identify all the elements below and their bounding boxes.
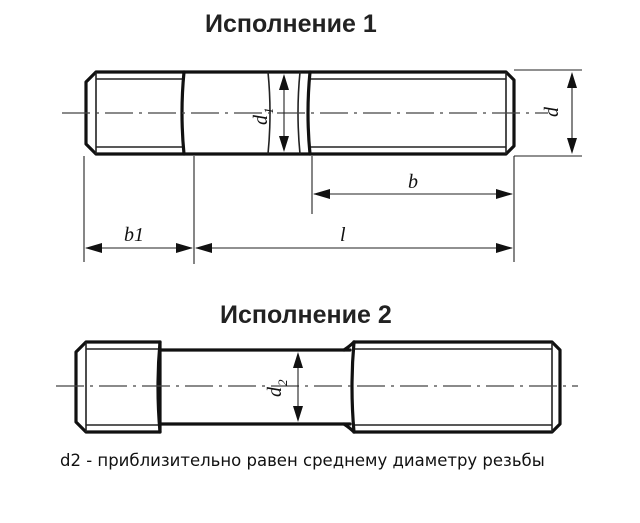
label-d1-main: d [250, 114, 272, 125]
variant2-title: Исполнение 2 [220, 301, 392, 329]
variant2-stud [74, 340, 562, 434]
dimension-l: l [195, 224, 513, 253]
dimension-b1: b1 [85, 224, 193, 253]
variant1-title: Исполнение 1 [205, 10, 377, 38]
label-l: l [340, 224, 346, 246]
dimension-d2: d 2 [264, 352, 303, 422]
label-d2-main: d [264, 386, 286, 397]
label-b: b [408, 171, 418, 193]
footnote-d2: d2 - приблизительно равен среднему диаме… [60, 451, 545, 470]
label-d2-sub: 2 [275, 379, 290, 386]
dimension-d1: d 1 [250, 74, 289, 152]
label-b1: b1 [124, 224, 144, 246]
label-d: d [541, 106, 563, 117]
label-d1-sub: 1 [261, 108, 276, 115]
dimension-b: b [313, 171, 513, 199]
dimension-d: d [514, 69, 582, 157]
